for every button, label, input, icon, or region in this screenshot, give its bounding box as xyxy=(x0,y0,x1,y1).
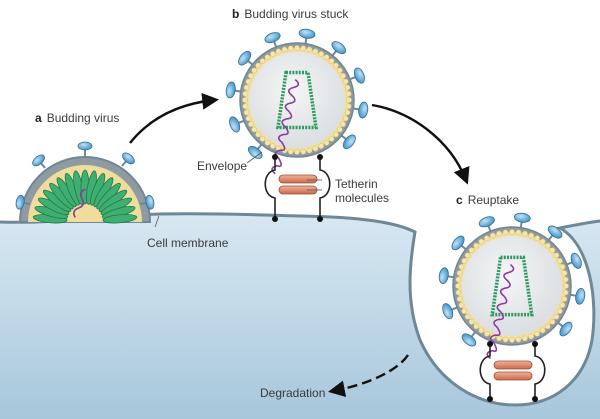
arrow-a-to-b xyxy=(129,92,220,144)
arrow-to-degradation xyxy=(328,354,409,398)
cell-membrane-line xyxy=(0,212,600,407)
membrane-leader xyxy=(154,215,160,228)
stuck-virion-b xyxy=(225,28,369,175)
tetherin-molecules-b xyxy=(264,154,331,222)
label-envelope: Envelope xyxy=(197,159,248,173)
label-degradation: Degradation xyxy=(260,386,326,400)
tetherin-molecules-c xyxy=(479,341,546,402)
label-cell-membrane: Cell membrane xyxy=(147,236,229,250)
envelope-leader xyxy=(246,151,263,164)
reuptake-virion-c xyxy=(438,212,586,360)
arrow-b-to-c xyxy=(371,103,470,185)
label-tetherin: Tetherin molecules xyxy=(335,177,390,205)
budding-virus-a xyxy=(15,141,155,224)
cell-cytoplasm xyxy=(0,213,600,419)
